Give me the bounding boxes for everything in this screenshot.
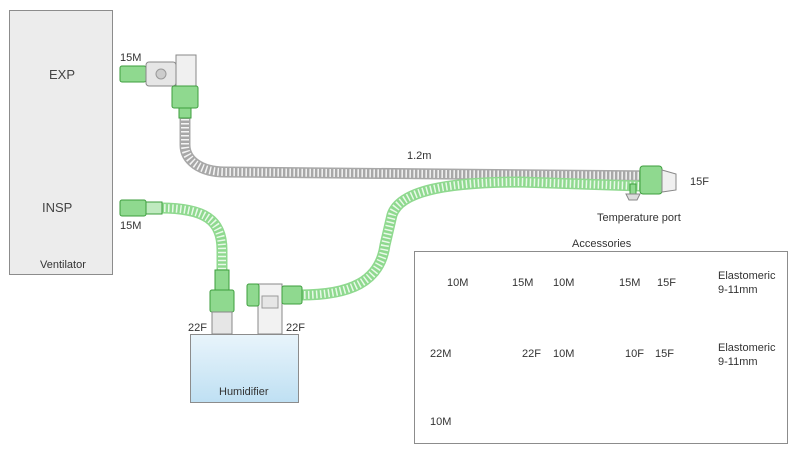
ventilator-box xyxy=(9,10,113,275)
acc5-left: 10M xyxy=(553,348,575,360)
acc4-left: 22M xyxy=(430,348,452,360)
temperature-port-label: Temperature port xyxy=(597,212,681,224)
humidifier-inlet-label: 22F xyxy=(188,322,207,334)
acc2-right: 15M xyxy=(619,277,641,289)
acc6-right-size: 9-11mm xyxy=(718,356,758,368)
exp-connector xyxy=(119,54,199,119)
acc1-left: 10M xyxy=(447,277,469,289)
expiratory-tube xyxy=(179,109,666,182)
insp-connector xyxy=(119,199,163,217)
exp-label: EXP xyxy=(49,67,76,82)
humidifier-box xyxy=(190,334,299,403)
acc5-right: 10F xyxy=(625,348,644,360)
acc4-right: 22F xyxy=(522,348,541,360)
insp-label: INSP xyxy=(42,200,73,215)
accessories-title: Accessories xyxy=(572,238,632,250)
humidifier-outlet-label: 22F xyxy=(286,322,305,334)
tube-length-label: 1.2m xyxy=(407,150,432,162)
acc3-right: Elastomeric xyxy=(718,270,776,282)
patient-end-label: 15F xyxy=(690,176,709,188)
acc7-left: 10M xyxy=(430,416,452,428)
acc6-left: 15F xyxy=(655,348,674,360)
humidifier-outlet xyxy=(246,283,303,335)
acc6-right: Elastomeric xyxy=(718,342,776,354)
acc1-right: 15M xyxy=(512,277,534,289)
exp-connector-label: 15M xyxy=(120,52,142,64)
patient-wye xyxy=(625,165,677,201)
acc3-left: 15F xyxy=(657,277,676,289)
accessories-panel xyxy=(414,251,788,444)
acc3-right-size: 9-11mm xyxy=(718,284,758,296)
acc2-left: 10M xyxy=(553,277,575,289)
ventilator-label: Ventilator xyxy=(40,259,86,271)
humidifier-label: Humidifier xyxy=(219,386,269,398)
humidifier-inlet xyxy=(209,269,235,335)
insp-connector-label: 15M xyxy=(120,220,142,232)
